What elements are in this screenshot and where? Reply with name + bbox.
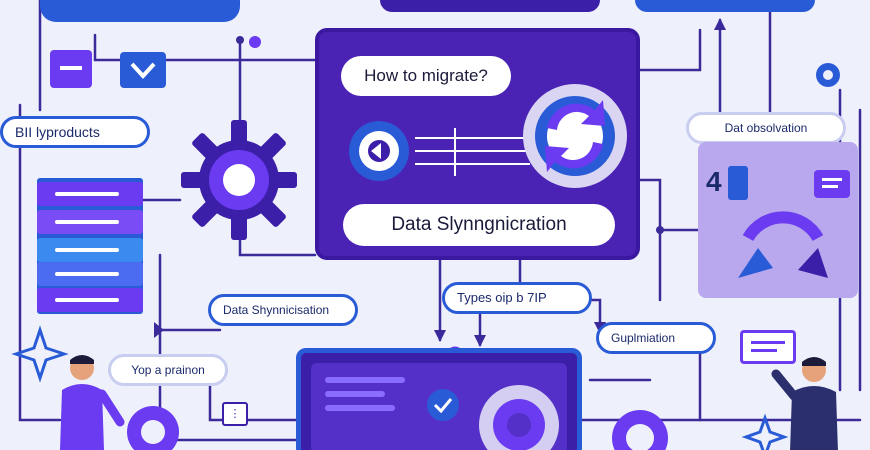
bi-products-label: BII lyproducts — [0, 116, 150, 148]
stack-row — [37, 238, 143, 262]
stack-row — [37, 182, 143, 206]
types-label: Types oip b 7IP — [442, 282, 592, 314]
stack-row — [37, 262, 143, 286]
top-left-box — [40, 0, 240, 22]
person-left-figure — [60, 355, 125, 450]
data-observation-label: Dat obsolvation — [686, 112, 846, 144]
bar-icon — [728, 166, 748, 200]
sync-icon — [523, 84, 627, 188]
monitor-screen — [296, 348, 582, 450]
message-icon — [814, 170, 850, 198]
gear-icon — [181, 120, 297, 240]
top-center-box — [380, 0, 600, 12]
document-icon — [50, 50, 92, 88]
check-circle-icon — [427, 389, 459, 421]
gear-icon — [479, 385, 559, 450]
person-right-figure — [771, 357, 838, 450]
gear-icon — [127, 406, 179, 450]
chat-bubble-icon — [740, 330, 796, 364]
stack-row — [37, 288, 143, 312]
question-bubble: How to migrate? — [341, 56, 511, 96]
gear-icon — [612, 410, 668, 450]
small-badge-icon: ⋮ — [222, 402, 248, 426]
stack-row — [37, 210, 143, 234]
data-sync-label: Data Shynnicisation — [208, 294, 358, 326]
sync-title-bar: Data Slynngnicration — [343, 204, 615, 246]
sync-dial-icon — [349, 121, 530, 181]
migration-panel: How to migrate? Data Slynngni — [315, 28, 640, 260]
refresh-icon — [738, 211, 828, 278]
chevron-down-icon — [120, 52, 166, 88]
optimization-label: Guplmiation — [596, 322, 716, 354]
top-right-box — [635, 0, 815, 12]
observation-number: 4 — [706, 166, 722, 197]
observation-panel: 4 — [698, 142, 858, 298]
yop-label: Yop a prainon — [108, 354, 228, 386]
